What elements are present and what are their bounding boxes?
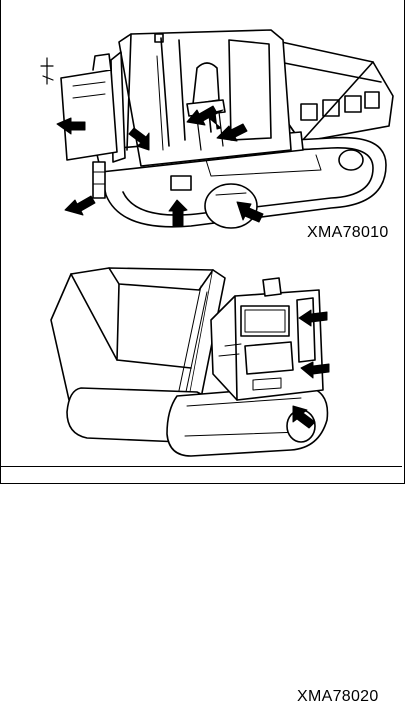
figure-1-caption: XMA78010 [307, 224, 389, 241]
figure-2-caption: XMA78020 [297, 688, 379, 705]
arrow-7 [236, 201, 264, 223]
operator-cab [110, 29, 292, 167]
bottom-border-strip [1, 466, 402, 484]
arrow-2 [128, 127, 150, 151]
dump-body [262, 37, 394, 143]
indicator-arrows [292, 309, 330, 429]
arrow-3 [186, 105, 218, 126]
crawler-carrier-side-illustration [40, 29, 394, 229]
arrow-10 [300, 361, 330, 379]
arrow-4 [216, 123, 248, 142]
arrow-5 [64, 195, 96, 216]
rear-engine-section [40, 53, 118, 199]
raised-dump-body-illustration [50, 267, 330, 457]
arrow-11 [292, 405, 316, 429]
raised-dump-body [50, 267, 226, 419]
arrow-9 [298, 309, 328, 327]
figure-1-panel: XMA78010 [1, 0, 402, 250]
arrow-8 [208, 109, 224, 130]
indicator-arrows [56, 105, 264, 227]
engine-compartment [210, 277, 324, 401]
arrow-6 [168, 199, 188, 227]
figure-2-panel: XMA78020 [1, 250, 402, 705]
arrow-1 [56, 117, 86, 135]
crawler-tracks [66, 385, 329, 457]
